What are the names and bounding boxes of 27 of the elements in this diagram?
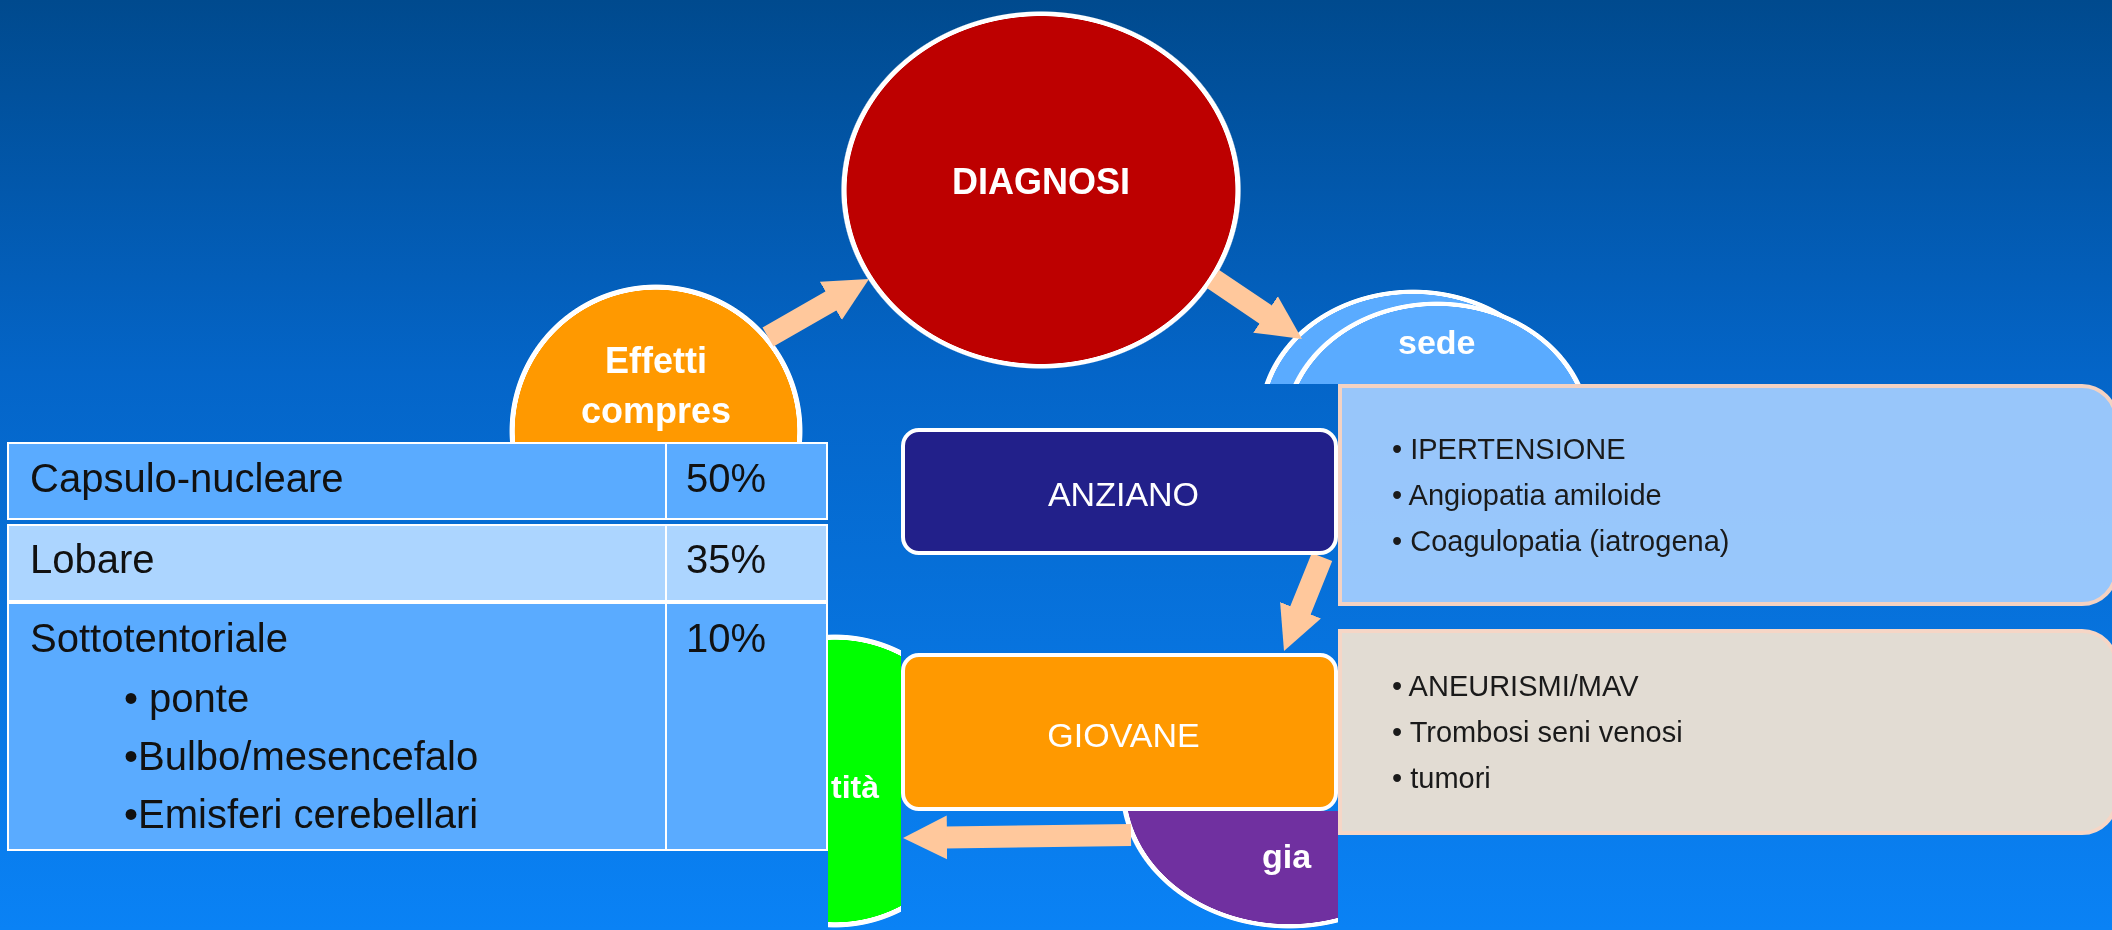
rounded-box — [901, 653, 1338, 811]
node-label: gia — [1262, 836, 1312, 877]
list-item: • IPERTENSIONE — [1392, 432, 1626, 467]
list-item: • tumori — [1392, 761, 1491, 796]
table-text: Lobare — [30, 536, 155, 583]
node-label: DIAGNOSI — [951, 160, 1131, 203]
table-text: Sottotentoriale — [30, 615, 288, 662]
list-item: • Coagulopatia (iatrogena) — [1392, 524, 1730, 559]
node-label: ANZIANO — [1046, 474, 1201, 515]
list-item: • ANEURISMI/MAV — [1392, 669, 1639, 704]
table-text: 35% — [686, 536, 767, 583]
table-text: •Bulbo/mesencefalo — [124, 733, 479, 780]
table-text: 10% — [686, 615, 767, 662]
list-item: • Angiopatia amiloide — [1392, 478, 1662, 513]
node-label: Effetti compres — [579, 339, 733, 433]
rounded-box — [901, 428, 1338, 555]
table-text: Capsulo-nucleare — [30, 455, 344, 502]
table-text: •Emisferi cerebellari — [124, 791, 479, 838]
table-text: • ponte — [124, 675, 250, 722]
list-box — [1338, 384, 2112, 606]
table-text: 50% — [686, 455, 767, 502]
node-label: sede — [1398, 322, 1476, 363]
node-label: GIOVANE — [1046, 715, 1201, 756]
list-box — [1338, 629, 2112, 835]
arrow — [902, 815, 1132, 860]
node-label: tità — [831, 768, 879, 806]
list-item: • Trombosi seni venosi — [1392, 715, 1683, 750]
